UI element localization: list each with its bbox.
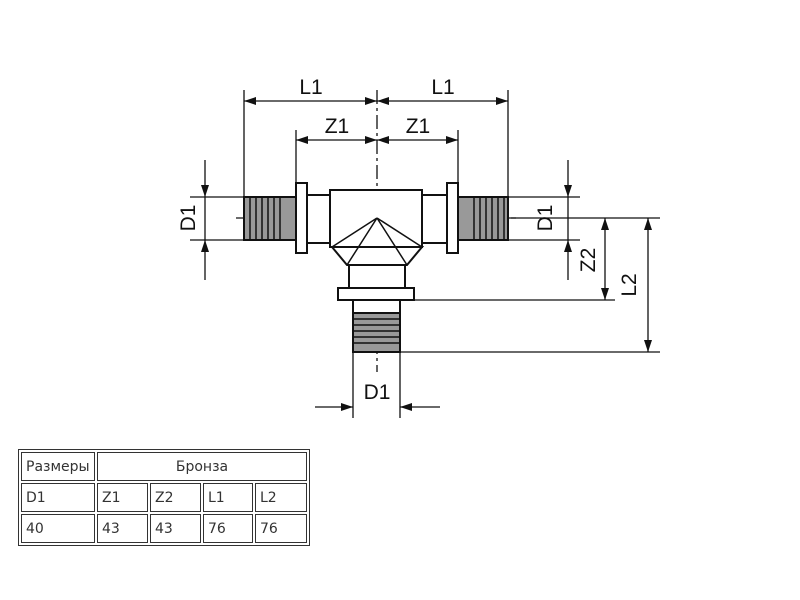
table-cell: 40	[21, 514, 95, 543]
column-header: D1	[21, 483, 95, 512]
table-cell: 76	[203, 514, 253, 543]
table-cell: 76	[255, 514, 307, 543]
label-l1-right: L1	[431, 76, 454, 99]
column-header: Z2	[150, 483, 201, 512]
column-header: Z1	[97, 483, 148, 512]
table-row: 40 43 43 76 76	[21, 514, 307, 543]
right-neck	[421, 194, 448, 244]
column-header: L2	[255, 483, 307, 512]
column-header: L1	[203, 483, 253, 512]
label-d1-left: D1	[177, 205, 200, 232]
label-l1-left: L1	[299, 76, 322, 99]
label-l2: L2	[618, 273, 641, 296]
right-pipe-end	[457, 196, 509, 241]
tee-fitting-drawing: L1 L1 Z1 Z1 D1 D1 Z2 L2 D1	[177, 76, 660, 418]
table-row: D1 Z1 Z2 L1 L2	[21, 483, 307, 512]
label-z1-left: Z1	[325, 115, 350, 138]
label-z2: Z2	[577, 248, 600, 273]
branch-transition	[329, 246, 425, 266]
label-d1-right: D1	[534, 205, 557, 232]
branch-flange	[337, 287, 415, 301]
header-sizes: Размеры	[21, 452, 95, 481]
branch-pipe-ribs	[353, 318, 400, 344]
right-pipe-ribs	[473, 197, 505, 240]
label-d1-bottom: D1	[364, 381, 391, 404]
table-row: Размеры Бронза	[21, 452, 307, 481]
branch-neck	[348, 264, 406, 289]
left-pipe-end	[243, 196, 297, 241]
table-cell: 43	[150, 514, 201, 543]
header-material: Бронза	[97, 452, 307, 481]
right-flange	[446, 182, 459, 254]
dimensions-table: Размеры Бронза D1 Z1 Z2 L1 L2 40 43 43 7…	[18, 449, 310, 546]
tee-fitting	[243, 182, 509, 353]
table-cell: 43	[97, 514, 148, 543]
left-pipe-ribs	[249, 197, 281, 240]
label-z1-right: Z1	[406, 115, 431, 138]
left-flange	[295, 182, 308, 254]
branch-intersection-lines	[331, 217, 423, 266]
left-neck	[306, 194, 331, 244]
